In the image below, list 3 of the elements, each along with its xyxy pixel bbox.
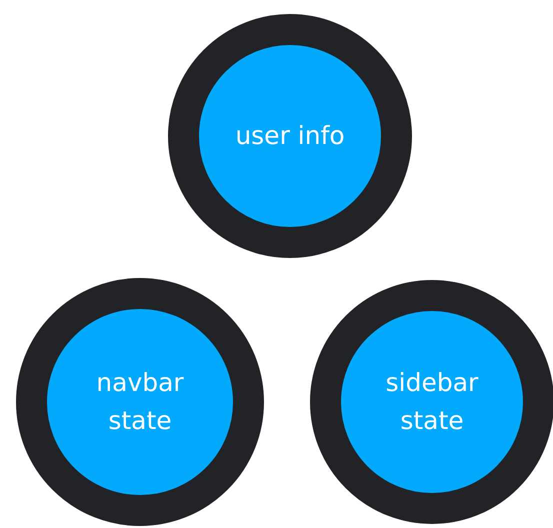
node-label: user info (234, 120, 346, 152)
node-label: sidebar state (384, 367, 480, 437)
node-label: navbar state (95, 367, 185, 437)
